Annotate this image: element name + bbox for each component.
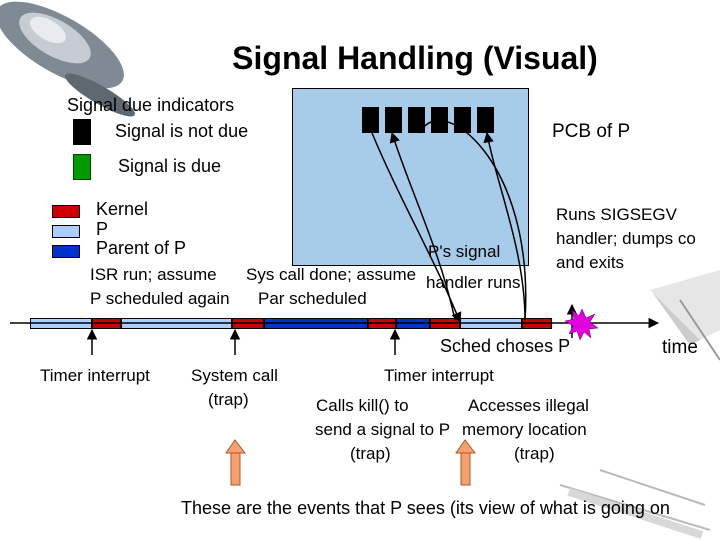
illegal-label-line2: memory location: [462, 420, 587, 440]
timer2-label: Timer interrupt: [384, 366, 494, 386]
signal-set-arrow: [392, 133, 455, 320]
sched-label: Sched choses P: [440, 336, 570, 357]
kill-label-line1: Calls kill() to: [316, 396, 409, 416]
timer1-label: Timer interrupt: [40, 366, 150, 386]
signal-check-arrow: [372, 133, 460, 322]
syscall-label-line1: System call: [191, 366, 278, 386]
footer-note: These are the events that P sees (its vi…: [181, 498, 670, 519]
illegal-signal-arrow: [487, 133, 525, 320]
time-label: time: [662, 337, 698, 359]
syscall-label-line2: (trap): [208, 390, 249, 410]
kill-label-line3: (trap): [350, 444, 391, 464]
illegal-label-line3: (trap): [514, 444, 555, 464]
up-arrow-icon: [226, 440, 245, 485]
illegal-label-line1: Accesses illegal: [468, 396, 589, 416]
kill-label-line2: send a signal to P: [315, 420, 450, 440]
up-arrow-icon: [456, 440, 475, 485]
